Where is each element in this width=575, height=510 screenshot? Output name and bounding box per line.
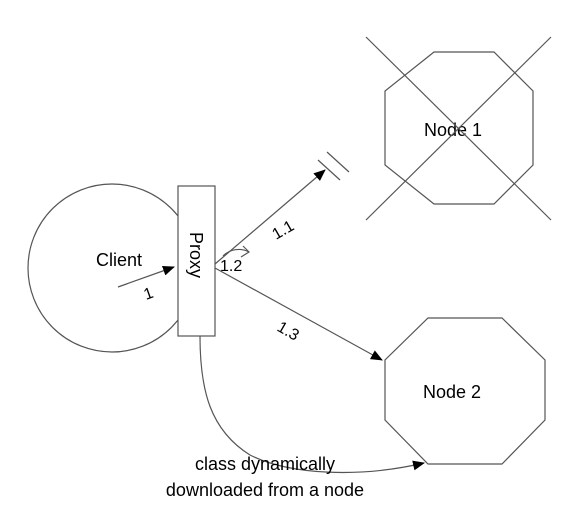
retry-arc (222, 248, 250, 257)
client-to-proxy-arrow (117, 265, 175, 288)
retry-arc-tip (240, 245, 250, 258)
client-label: Client (96, 250, 142, 270)
break-mark-2 (326, 151, 350, 173)
node1-label: Node 1 (424, 120, 482, 140)
caption-line-1: class dynamically (195, 454, 335, 474)
proxy-label: Proxy (186, 232, 206, 278)
proxy-to-node1-arrow (214, 169, 326, 265)
node2-octagon (384, 317, 546, 465)
step-1-2-label: 1.2 (220, 258, 242, 275)
step-1-1-label: 1.1 (270, 218, 298, 244)
proxy-to-node2-arrow (214, 267, 383, 361)
step-1-3-label: 1.3 (274, 319, 302, 345)
node2-label: Node 2 (423, 382, 481, 402)
proxy-box (177, 185, 216, 337)
node1-cross-line-2 (365, 36, 552, 221)
caption-line-2: downloaded from a node (166, 480, 364, 500)
break-mark-1 (317, 159, 341, 181)
download-curve-arrow (199, 335, 425, 474)
